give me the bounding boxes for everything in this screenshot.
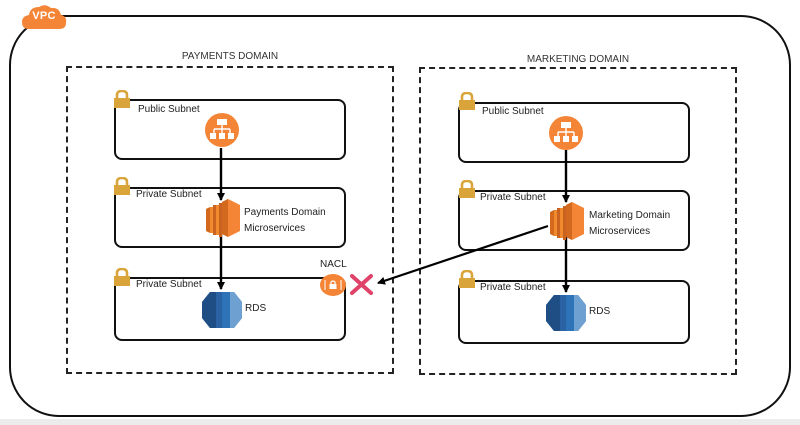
marketing-public-subnet-label: Public Subnet [482,106,544,117]
marketing-rds-label: RDS [589,306,611,317]
marketing-domain-title: MARKETING DOMAIN [526,54,630,65]
payments-domain-title: PAYMENTS DOMAIN [181,51,279,62]
payments-public-subnet-label: Public Subnet [138,104,200,115]
payments-rds-label: RDS [245,303,267,314]
lock-icon [114,90,130,108]
bottom-scroll-edge [0,419,800,425]
lock-icon [114,268,130,286]
payments-private-subnet-db-label: Private Subnet [136,279,202,290]
marketing-domain-boundary [419,67,737,375]
lock-icon [459,270,475,288]
payments-private-subnet-app-label: Private Subnet [136,189,202,200]
marketing-private-subnet-db-label: Private Subnet [480,282,546,293]
lock-icon [114,177,130,195]
lock-icon [459,92,475,110]
marketing-private-subnet-app-label: Private Subnet [480,192,546,203]
payments-microservices-label-line1: Payments Domain [244,207,326,218]
lock-icon [459,180,475,198]
vpc-label: VPC [32,10,56,22]
nacl-label: NACL [320,259,347,270]
vpc-cloud-icon [22,5,67,30]
marketing-microservices-label: Marketing Domain Microservices [589,208,670,240]
payments-microservices-label: Payments Domain Microservices [244,205,326,237]
payments-microservices-label-line2: Microservices [244,223,306,234]
marketing-microservices-label-line1: Marketing Domain [589,210,671,221]
vpc-boundary [9,15,791,417]
payments-domain-boundary [66,66,394,374]
marketing-microservices-label-line2: Microservices [589,226,651,237]
